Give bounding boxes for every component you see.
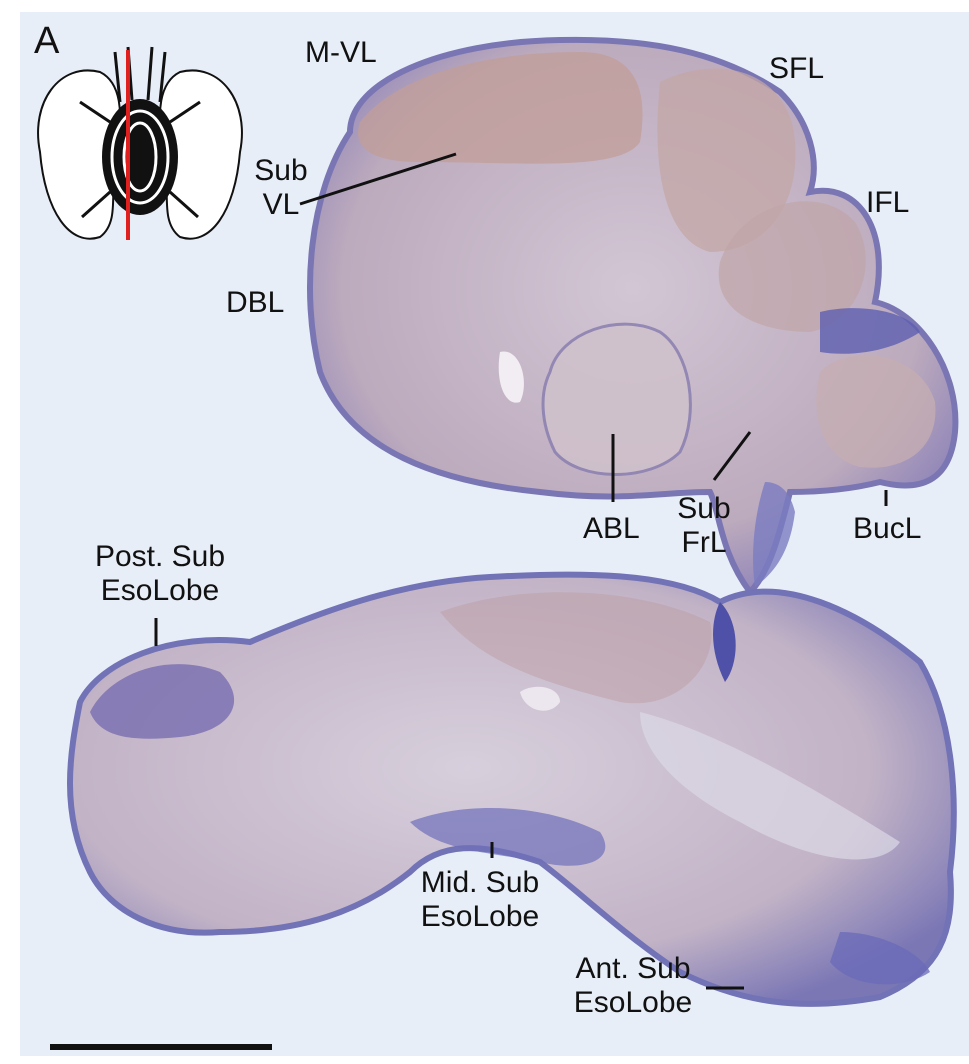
ifl-lobe — [718, 201, 866, 332]
inset-schematic — [37, 46, 243, 240]
abl-lobe — [541, 322, 692, 476]
label-sub-vl: Sub VL — [246, 154, 316, 222]
label-ant-sub-esolobe-line1: Ant. Sub — [575, 952, 691, 985]
label-mid-sub-esolobe: Mid. Sub EsoLobe — [400, 866, 560, 934]
micrograph-figure: A M-VL SFL Sub VL IFL DBL ABL Sub FrL Bu… — [20, 12, 969, 1056]
label-bucl: BucL — [853, 512, 922, 545]
label-ant-sub-esolobe: Ant. Sub EsoLobe — [558, 952, 708, 1020]
mid-sub-esolobe — [410, 808, 606, 866]
label-post-sub-esolobe-line2: EsoLobe — [100, 574, 220, 607]
sfl-lobe — [657, 68, 796, 252]
subesophageal-mass — [67, 571, 957, 1007]
brain-outline — [102, 99, 178, 215]
supraesophageal-mass — [307, 36, 959, 597]
label-sub-vl-line2: VL — [262, 188, 300, 221]
label-mid-sub-esolobe-line1: Mid. Sub — [420, 866, 540, 899]
bucl-lobe — [816, 355, 936, 468]
label-ant-sub-esolobe-line2: EsoLobe — [573, 986, 693, 1019]
label-sub-frl-line2: FrL — [681, 526, 727, 559]
label-sub-frl-line1: Sub — [677, 492, 731, 525]
label-dbl: DBL — [226, 286, 285, 319]
m-vl-lobe — [358, 52, 643, 164]
label-mid-sub-esolobe-line2: EsoLobe — [420, 900, 540, 933]
label-ifl: IFL — [866, 186, 910, 219]
label-post-sub-esolobe: Post. Sub EsoLobe — [80, 540, 240, 608]
label-sfl: SFL — [769, 52, 825, 85]
brain-section-image — [37, 36, 959, 1007]
label-m-vl: M-VL — [305, 36, 377, 69]
label-abl: ABL — [583, 512, 640, 545]
label-sub-frl: Sub FrL — [664, 492, 744, 560]
label-sub-vl-line1: Sub — [254, 154, 308, 187]
post-sub-esolobe — [90, 664, 235, 739]
ant-sub-esolobe — [830, 932, 930, 985]
label-pointers — [154, 152, 888, 990]
panel-letter: A — [34, 20, 60, 62]
scale-bar — [50, 1044, 272, 1050]
label-post-sub-esolobe-line1: Post. Sub — [94, 540, 226, 573]
